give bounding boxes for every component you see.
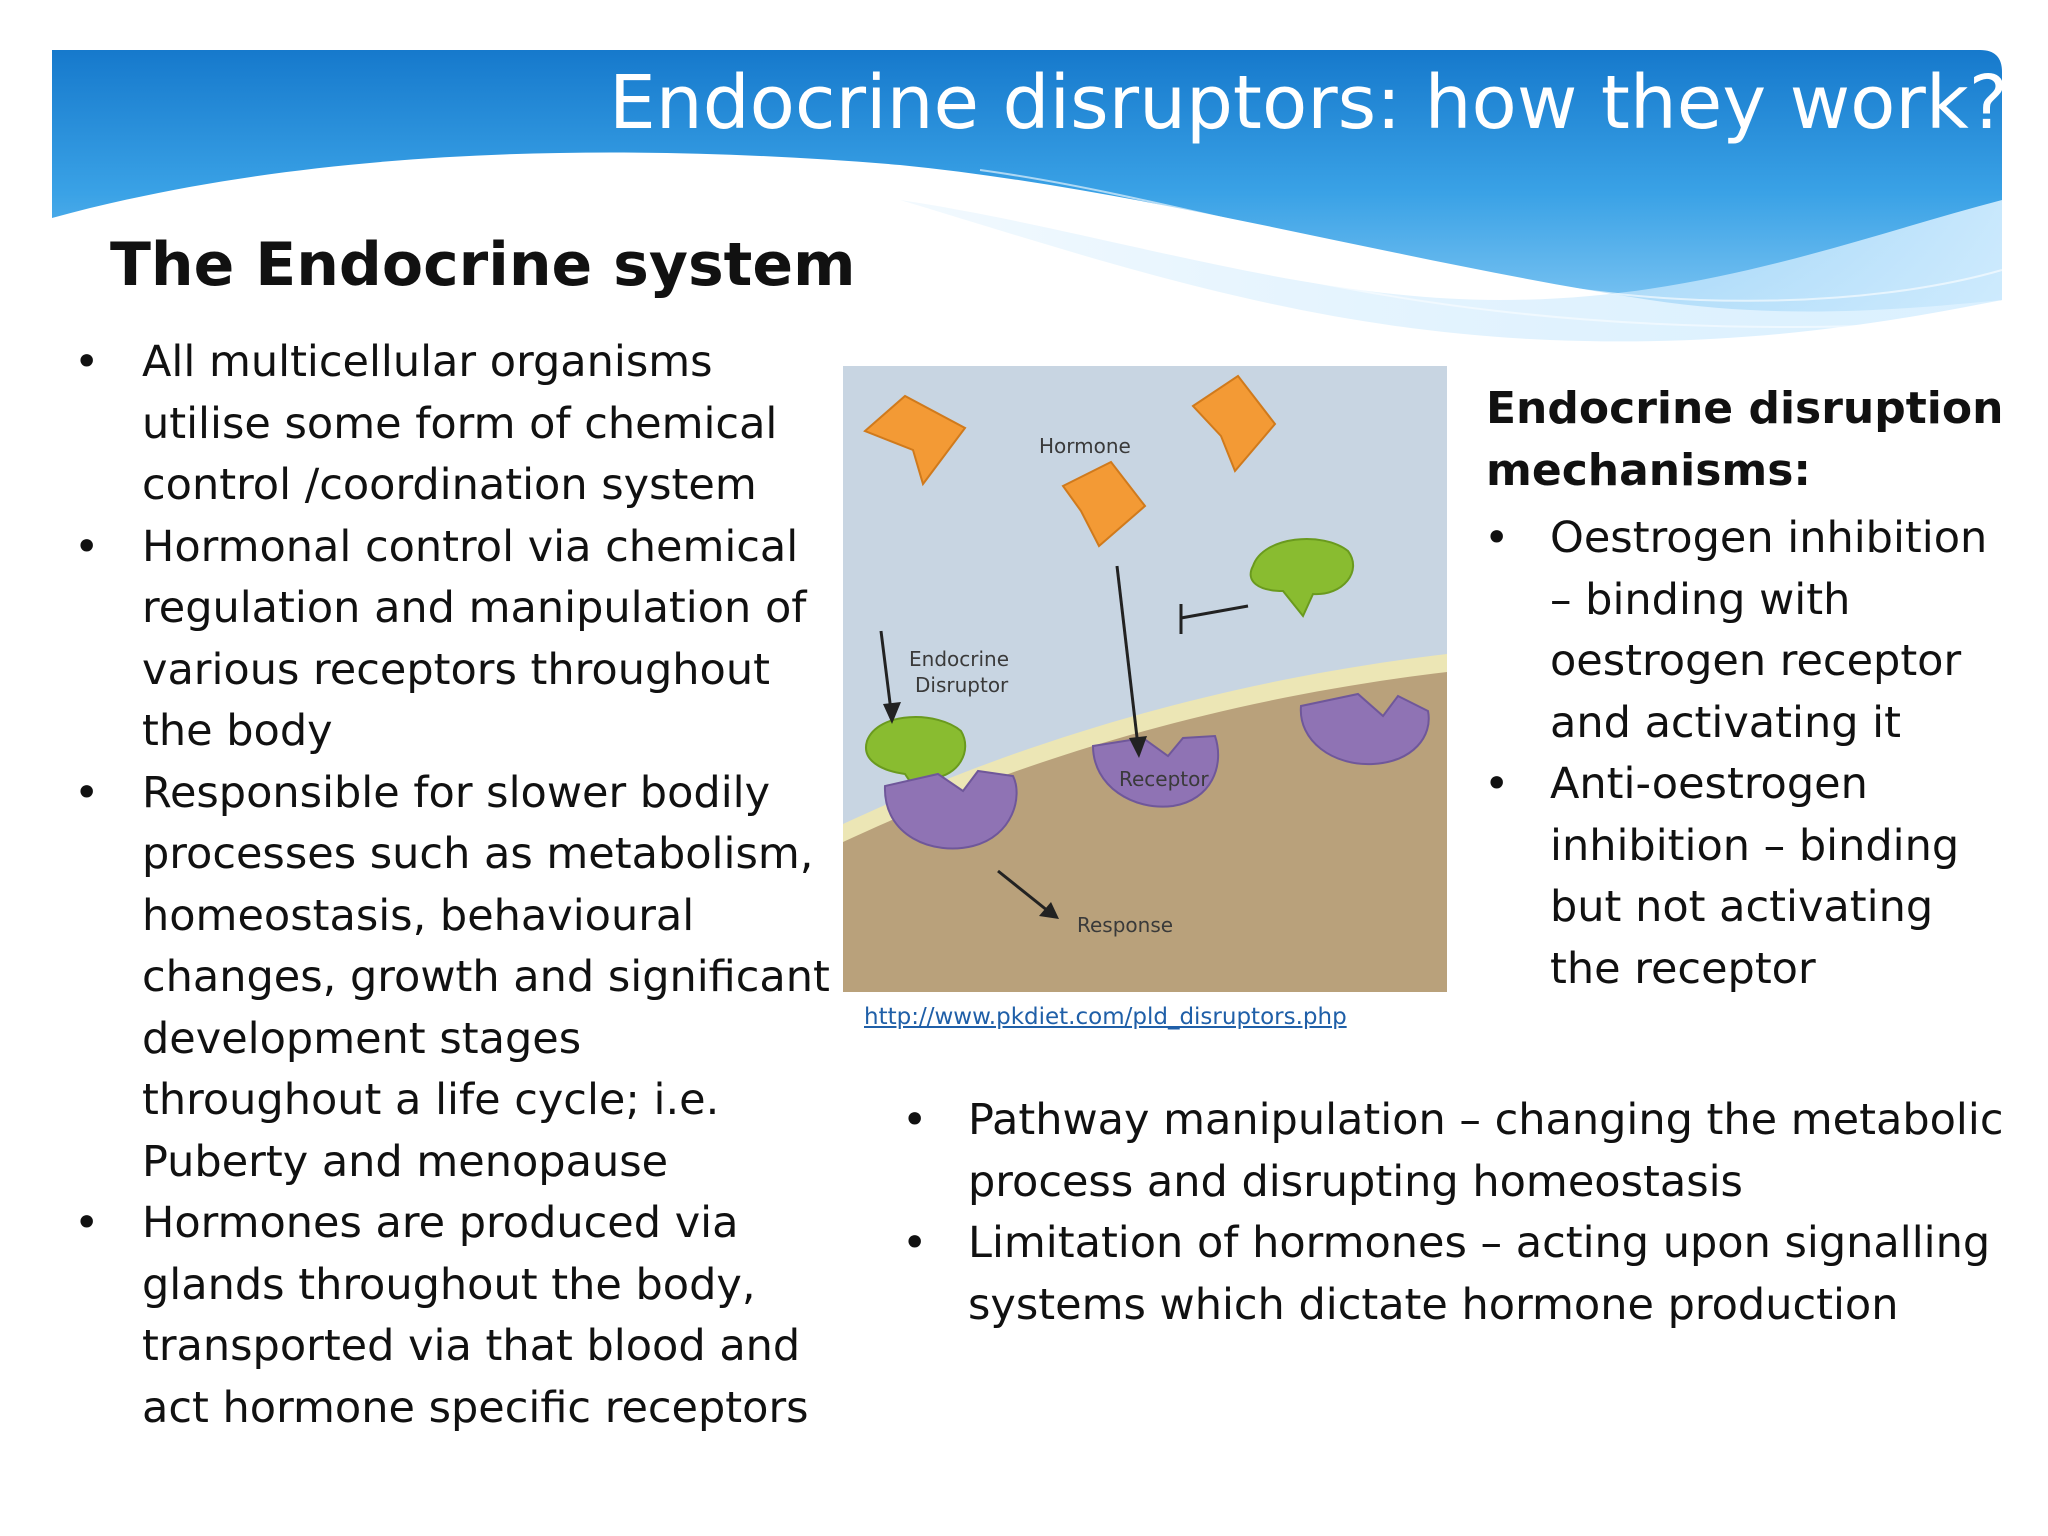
receptor-label: Receptor <box>1119 767 1209 791</box>
bullet-icon: • <box>74 767 100 818</box>
pathway-arrows <box>879 565 1249 913</box>
additional-mechanisms-bullet-list: • Pathway manipulation – changing the met… <box>902 1090 2022 1336</box>
list-item: • Anti-oestrogen inhibition – binding but… <box>1484 754 2004 1000</box>
list-item: • Limitation of hormones – acting upon si… <box>902 1213 2022 1336</box>
cell-body <box>843 666 1447 992</box>
bullet-text: Pathway manipulation – changing the meta… <box>968 1095 2004 1207</box>
list-item: • Hormones are produced via glands throug… <box>74 1193 834 1439</box>
list-item: • Oestrogen inhibition – binding with oes… <box>1484 508 2004 754</box>
response-label: Response <box>1077 913 1173 937</box>
bullet-icon: • <box>1484 759 1510 809</box>
endocrine-system-bullet-list: • All multicellular organisms utilise som… <box>74 332 834 1439</box>
bullet-text: Limitation of hormones – acting upon sig… <box>968 1218 1991 1330</box>
endocrine-disruptor-label-line2: Disruptor <box>915 673 1009 697</box>
arrow-heads <box>883 702 1147 919</box>
mechanisms-heading: Endocrine disruption mechanisms: <box>1486 383 2004 496</box>
bullet-text: Anti-oestrogen inhibition – binding but … <box>1550 759 1960 994</box>
bullet-text: Oestrogen inhibition – binding with oest… <box>1550 513 1988 748</box>
bullet-icon: • <box>74 521 100 572</box>
diagram-source-link[interactable]: http://www.pkdiet.com/pld_disruptors.php <box>864 1004 1347 1030</box>
bullet-text: All multicellular organisms utilise some… <box>142 337 778 510</box>
endocrine-disruptor-shape <box>865 538 1354 800</box>
list-item: • All multicellular organisms utilise som… <box>74 332 834 517</box>
header-wave-banner <box>52 50 2003 342</box>
cell-membrane <box>843 654 1447 842</box>
bullet-text: Responsible for slower bodily processes … <box>142 767 830 1187</box>
list-item: • Pathway manipulation – changing the met… <box>902 1090 2022 1213</box>
hormone-shape <box>863 374 1277 548</box>
bullet-icon: • <box>902 1218 928 1268</box>
bullet-icon: • <box>74 1198 100 1248</box>
slide-title: Endocrine disruptors: how they work? <box>609 60 2008 146</box>
hormone-label: Hormone <box>1039 434 1131 458</box>
endocrine-disruptor-label-line1: Endocrine <box>909 647 1009 671</box>
list-item: • Responsible for slower bodily processes… <box>74 763 834 1194</box>
bullet-text: Hormonal control via chemical regulation… <box>142 521 807 757</box>
endocrine-disruptor-diagram: Hormone Endocrine Disruptor Receptor Res… <box>843 366 1447 992</box>
section-heading: The Endocrine system <box>110 230 856 300</box>
mechanisms-bullet-list: • Oestrogen inhibition – binding with oes… <box>1484 508 2004 1000</box>
bullet-icon: • <box>74 337 100 387</box>
bullet-icon: • <box>1484 513 1510 563</box>
receptor-shape <box>883 692 1430 850</box>
bullet-icon: • <box>902 1095 928 1145</box>
bullet-text: Hormones are produced via glands through… <box>142 1198 809 1433</box>
list-item: • Hormonal control via chemical regulatio… <box>74 517 834 763</box>
